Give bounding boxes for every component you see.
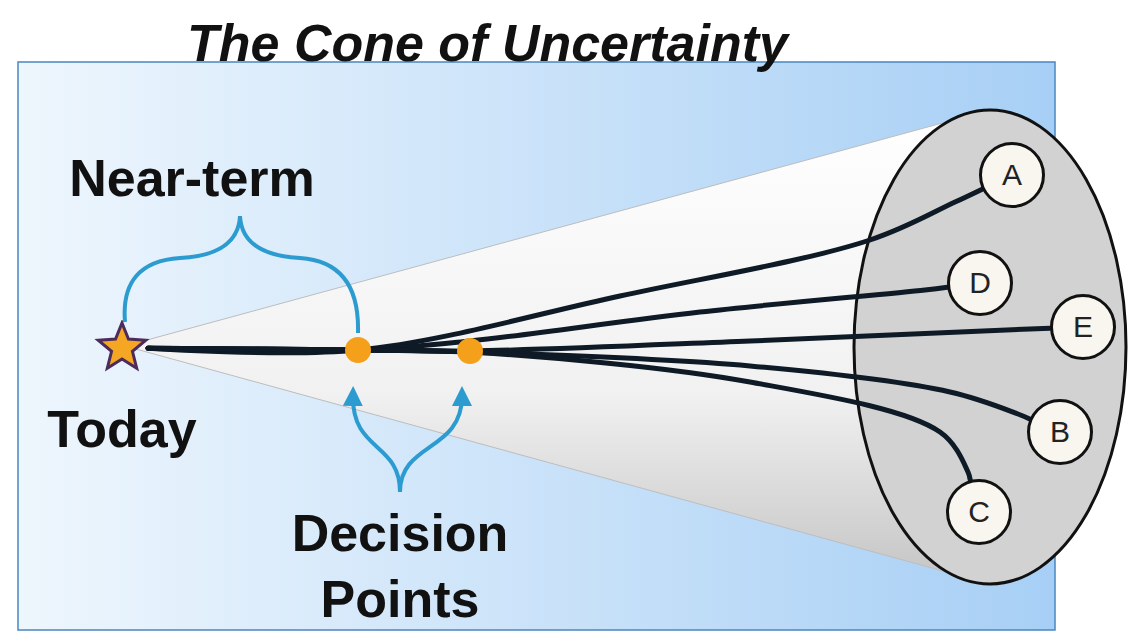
outcome-circle: A (979, 142, 1045, 208)
timeframe-label: Near-term (22, 147, 362, 209)
callout-label: Decision Points (250, 500, 550, 632)
decision-point (457, 338, 483, 364)
outcome-letter: E (1073, 310, 1093, 344)
diagram-title: The Cone of Uncertainty (0, 12, 975, 74)
branch-line (148, 287, 947, 350)
outcome-letter: A (1002, 158, 1022, 192)
outcome-letter: C (968, 495, 990, 529)
marker-label: Today (37, 398, 207, 460)
outcome-circle: B (1027, 399, 1093, 465)
cone-mouth (854, 110, 1126, 584)
branch-line (148, 189, 982, 353)
outcome-circle: C (946, 479, 1012, 545)
decision-point (345, 337, 371, 363)
outcome-letter: D (969, 266, 991, 300)
star-outline (98, 323, 146, 368)
decision-arrow (353, 396, 400, 492)
today-marker: Today (37, 320, 207, 460)
branch-line (148, 348, 970, 480)
decision-arrow (400, 396, 462, 492)
outcome-circle: D (947, 250, 1013, 316)
near-term-brace (125, 216, 358, 333)
outcome-circle: E (1050, 294, 1116, 360)
outcome-letter: B (1050, 415, 1070, 449)
star-symbol (94, 320, 150, 376)
